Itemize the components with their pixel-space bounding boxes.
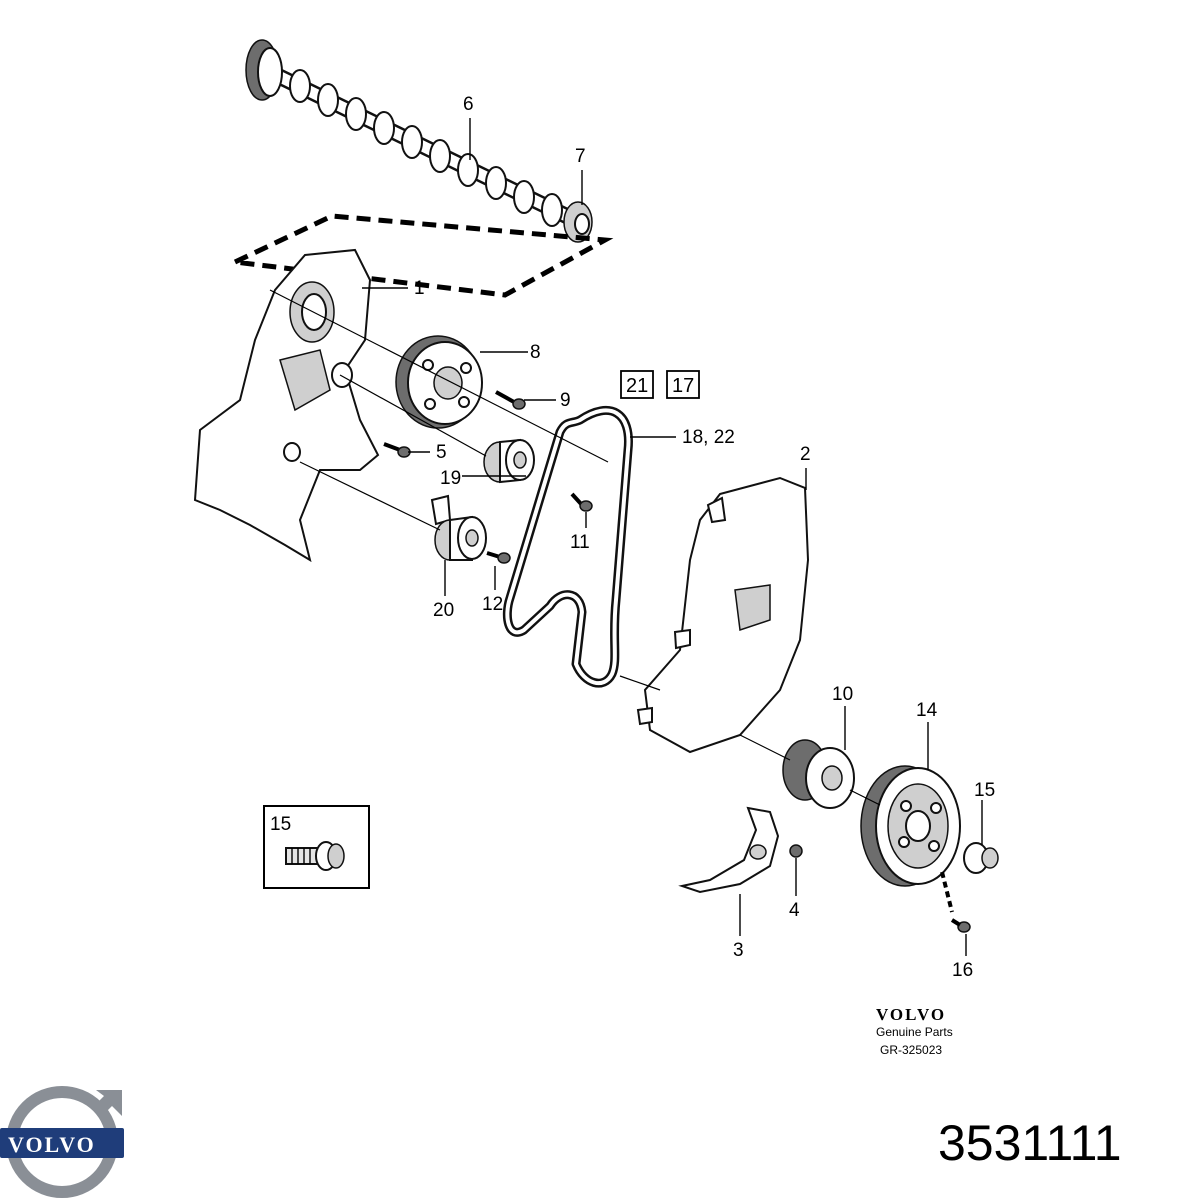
callout-14: 14 [916,700,938,721]
callout-19: 19 [440,468,461,489]
inset-label: 15 [270,814,291,835]
callout-6: 6 [463,94,474,115]
inner-timing-cover [193,248,380,563]
callout-12: 12 [482,594,503,615]
bolt-11 [570,492,593,512]
callout-4: 4 [789,900,800,921]
brand-subtitle: Genuine Parts [876,1025,953,1039]
callout-7: 7 [575,146,586,167]
callout-8: 8 [530,342,541,363]
bolt-9 [495,390,526,410]
bolt-12 [486,551,511,564]
reference-box-21: 21 [620,370,654,399]
outer-timing-cover [636,476,810,754]
callout-10: 10 [832,684,853,705]
camshaft-group-dashed-outline [226,213,614,298]
part-number: 3531111 [938,1115,1122,1171]
callout-3: 3 [733,940,744,961]
belt-tensioner [430,494,487,561]
idler-roller [483,438,535,484]
camshaft-pulley [395,335,483,429]
inset-bolt-15: 15 [263,805,370,889]
svg-text:17: 17 [672,375,694,397]
callout-2: 2 [800,444,811,465]
callout-15: 15 [974,780,995,801]
leader-lines [269,118,983,956]
brand-name: VOLVO [876,1005,946,1024]
volvo-logo: VOLVO [0,1086,124,1198]
callout-5: 5 [436,442,447,463]
crankshaft-damper-pulley [860,765,961,887]
callout-16: 16 [952,960,973,981]
logo-text: VOLVO [8,1132,96,1157]
callout-11: 11 [570,532,590,553]
nut-4 [789,844,803,858]
crankshaft-sprocket [782,739,855,809]
diagram-code: GR-325023 [880,1043,942,1057]
svg-text:21: 21 [626,375,648,397]
crankshaft-bolt [963,842,999,874]
callout-20: 20 [433,600,454,621]
bolt-5 [383,442,411,458]
bolt-16 [950,918,971,933]
callout-1: 1 [414,278,425,299]
callout-9: 9 [560,390,571,411]
callout-18-22: 18, 22 [682,427,735,448]
reference-box-17: 17 [666,370,700,399]
lower-timing-cover [678,806,780,894]
camshaft [245,39,593,243]
